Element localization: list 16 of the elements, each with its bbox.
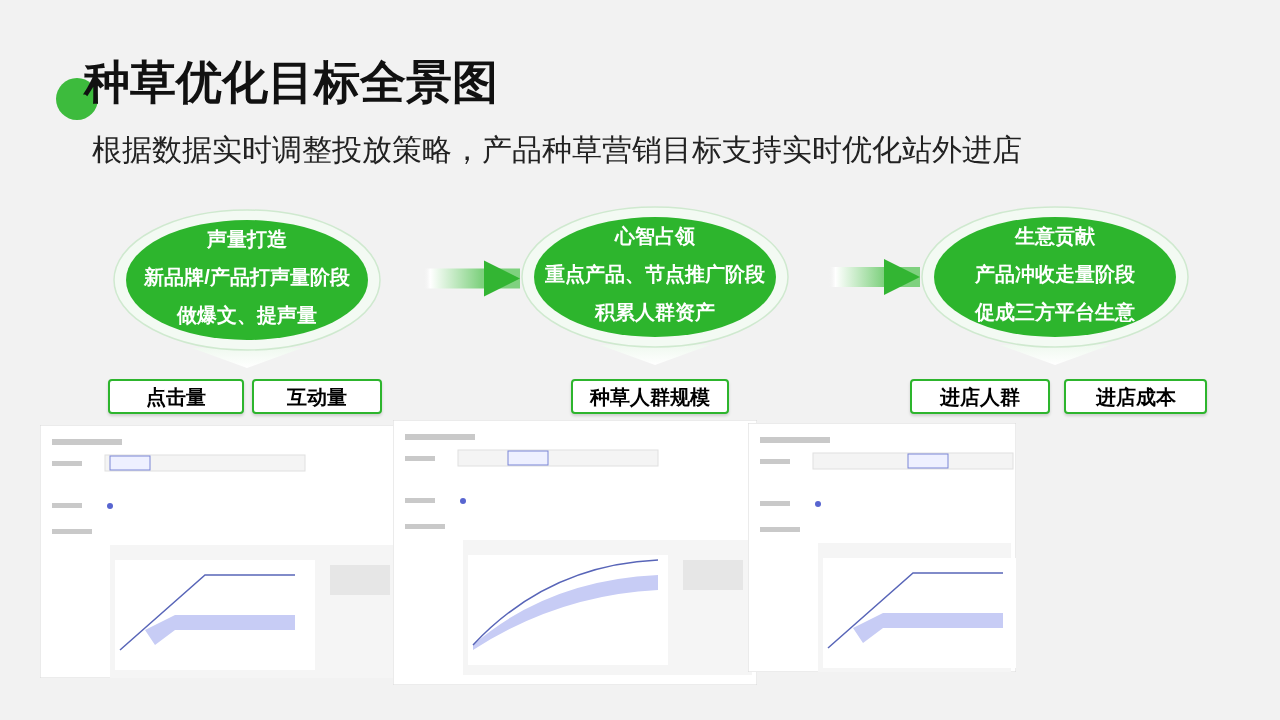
metric-tag: 种草人群规模: [571, 379, 729, 414]
bubble-text: 积累人群资产: [595, 300, 715, 325]
metric-tag: 进店成本: [1064, 379, 1207, 414]
bubble-text: 生意贡献: [1015, 224, 1095, 249]
metric-tag: 点击量: [108, 379, 244, 414]
bubble-text: 新品牌/产品打声量阶段: [144, 265, 350, 290]
metric-tag: 进店人群: [910, 379, 1050, 414]
title: 种草优化目标全景图: [84, 55, 498, 110]
metric-tag: 互动量: [252, 379, 382, 414]
bubble-text: 做爆文、提声量: [177, 303, 317, 328]
bubble-text: 声量打造: [207, 227, 287, 252]
bubble-text: 重点产品、节点推广阶段: [545, 262, 765, 287]
subtitle: 根据数据实时调整投放策略，产品种草营销目标支持实时优化站外进店: [92, 132, 1022, 168]
bubble-text: 产品冲收走量阶段: [975, 262, 1135, 287]
bubble-text: 心智占领: [615, 224, 695, 249]
bubble-text: 促成三方平台生意: [975, 300, 1135, 325]
